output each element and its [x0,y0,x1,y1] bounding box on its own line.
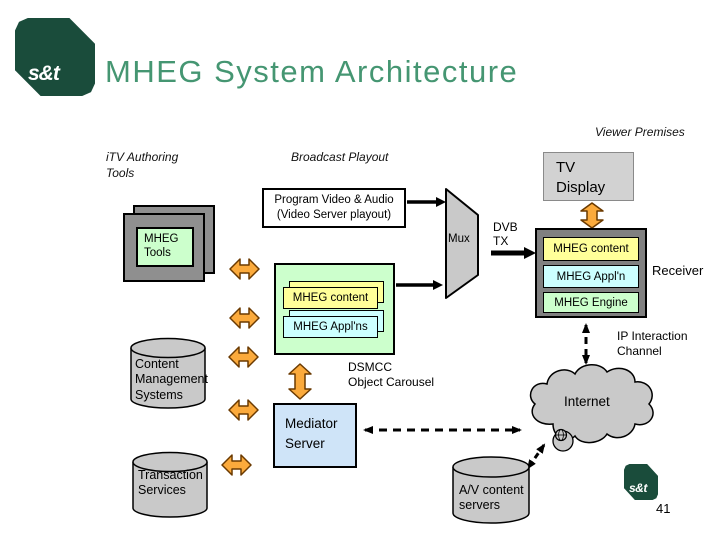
av-servers-label: A/V content servers [459,483,524,513]
exchange-arrow-icon [221,454,252,476]
arrow-program-to-mux-icon [407,197,446,207]
exchange-arrow-icon [229,307,260,329]
exchange-arrow-icon [228,399,259,421]
exchange-arrow-icon [229,258,260,280]
content-mgmt-label: Content Management Systems [135,357,208,402]
transaction-services-cylinder [132,451,208,518]
label-broadcast-playout: Broadcast Playout [291,150,389,164]
arrow-carousel-to-mux-icon [396,280,443,290]
arrow-dvbtx-to-receiver-icon [491,247,536,259]
program-playout-box: Program Video & Audio (Video Server play… [262,188,406,228]
internet-label: Internet [564,394,610,409]
receiver-layer-mheg-appln: MHEG Appl'n [543,265,639,288]
dashed-arrow-receiver-internet-icon [582,323,590,365]
internet-cloud [529,364,654,452]
vertical-exchange-arrow-icon [580,202,604,229]
exchange-arrow-icon [228,346,259,368]
av-servers-cylinder [452,456,530,524]
label-dvb-tx: DVB TX [493,220,518,249]
receiver-layer-mheg-content: MHEG content [543,237,639,261]
mux-label: Mux [448,233,470,245]
mheg-tools-screen: MHEG Tools [136,227,194,267]
dashed-arrow-mediator-internet-icon [363,426,522,434]
vertical-exchange-arrow-icon [288,363,312,400]
transaction-services-label: Transaction Services [138,468,203,498]
label-dsmcc-object-carousel: DSMCC Object Carousel [348,360,435,389]
mediator-server-box: Mediator Server [273,403,357,468]
carousel-mheg-content-box: MHEG content [283,287,378,309]
label-viewer-premises: Viewer Premises [595,125,685,139]
mux-shape [445,188,479,299]
label-receiver: Receiver [652,263,704,278]
label-ip-interaction-channel: IP Interaction Channel [617,329,688,358]
page-title: MHEG System Architecture [105,54,519,89]
company-logo-small-icon: s&t [624,464,658,500]
globe-icon [554,428,568,442]
mheg-tools-monitor: MHEG Tools [123,213,205,282]
dashed-arrow-internet-avservers-icon [526,443,546,470]
logo-text: s&t [28,62,60,85]
logo-text-small: s&t [629,481,647,495]
receiver-layer-mheg-engine: MHEG Engine [543,292,639,313]
content-mgmt-cylinder [130,337,206,409]
dsmcc-carousel-box: MHEG content MHEG Appl'ns [274,263,395,355]
carousel-mheg-applns-box: MHEG Appl'ns [283,316,378,338]
page-number: 41 [656,501,671,516]
company-logo-icon: s&t [15,18,95,96]
label-itv-authoring-tools: iTV Authoring Tools [106,150,179,180]
receiver-box: MHEG content MHEG Appl'n MHEG Engine [535,228,647,318]
tv-display-box: TV Display [543,152,634,201]
